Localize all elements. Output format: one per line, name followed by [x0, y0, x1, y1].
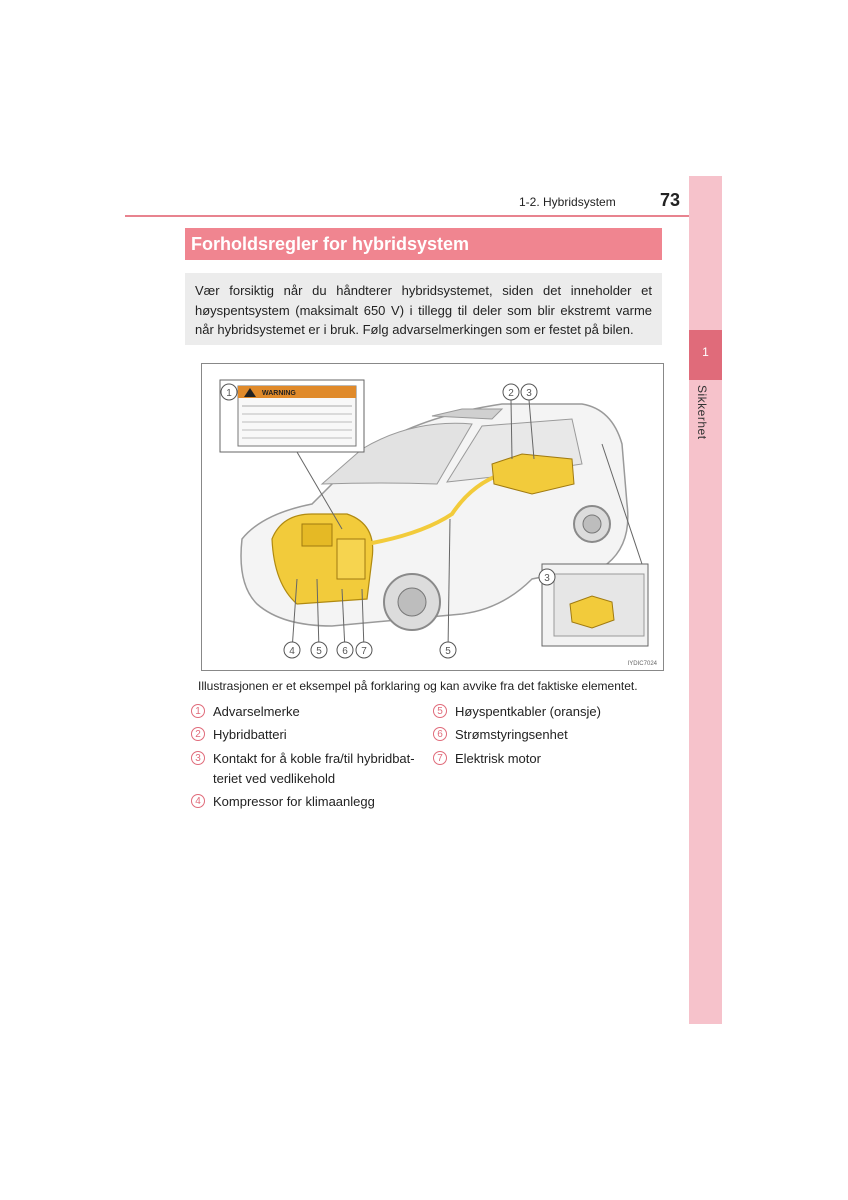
svg-text:5: 5 [316, 646, 322, 657]
page-number: 73 [660, 190, 681, 210]
car-illustration: WARNING 1 2 3 [219, 379, 649, 659]
legend-number: 5 [433, 704, 447, 718]
figure-code: IYDIC7024 [627, 661, 657, 667]
hybrid-system-illustration: WARNING 1 2 3 [201, 363, 664, 671]
legend-text: Høyspentkabler (oransje) [455, 704, 601, 719]
callout-2: 2 [502, 383, 520, 401]
legend-text: Kontakt for å koble fra/til hybridbat- [213, 751, 415, 766]
windshield [320, 422, 473, 485]
side-tab [689, 176, 722, 1024]
svg-text:3: 3 [544, 573, 550, 584]
svg-text:3: 3 [526, 388, 532, 399]
svg-text:2: 2 [508, 388, 514, 399]
callout-3-inset: 3 [538, 568, 556, 586]
high-voltage-cable [366, 472, 503, 546]
svg-text:6: 6 [342, 646, 348, 657]
callout-1: 1 [220, 383, 238, 401]
legend-number: 2 [191, 727, 205, 741]
legend-text-continued: teriet ved vedlikehold [213, 771, 336, 786]
sunroof [431, 408, 504, 420]
svg-text:5: 5 [445, 646, 451, 657]
callout-3: 3 [520, 383, 538, 401]
legend-number: 1 [191, 704, 205, 718]
callout-5-cable: 5 [439, 641, 457, 659]
svg-text:1: 1 [226, 388, 232, 399]
page-title: Forholdsregler for hybridsystem [185, 228, 662, 260]
legend-text: Elektrisk motor [455, 751, 541, 766]
legend-number: 7 [433, 751, 447, 765]
chapter-title: Sikkerhet [695, 385, 709, 440]
callout-5: 5 [310, 641, 328, 659]
legend-text: Hybridbatteri [213, 727, 287, 742]
hybrid-battery [491, 453, 575, 495]
legend-text: Advarselmerke [213, 704, 300, 719]
warning-text: Vær forsiktig når du håndterer hybridsys… [185, 273, 662, 345]
callout-6: 6 [336, 641, 354, 659]
svg-text:7: 7 [361, 646, 367, 657]
callout-7: 7 [355, 641, 373, 659]
callout-4: 4 [283, 641, 301, 659]
figure-caption: Illustrasjonen er et eksempel på forklar… [198, 679, 638, 693]
header-rule [125, 215, 722, 217]
legend-number: 3 [191, 751, 205, 765]
svg-text:4: 4 [289, 646, 295, 657]
legend-text: Strømstyringsenhet [455, 727, 568, 742]
chapter-number: 1 [702, 345, 709, 359]
legend-number: 4 [191, 794, 205, 808]
section-label: 1-2. Hybridsystem [519, 195, 616, 209]
legend-text: Kompressor for klimaanlegg [213, 794, 375, 809]
warning-label-heading: WARNING [262, 390, 296, 397]
side-tab-active[interactable] [689, 330, 722, 380]
legend-number: 6 [433, 727, 447, 741]
